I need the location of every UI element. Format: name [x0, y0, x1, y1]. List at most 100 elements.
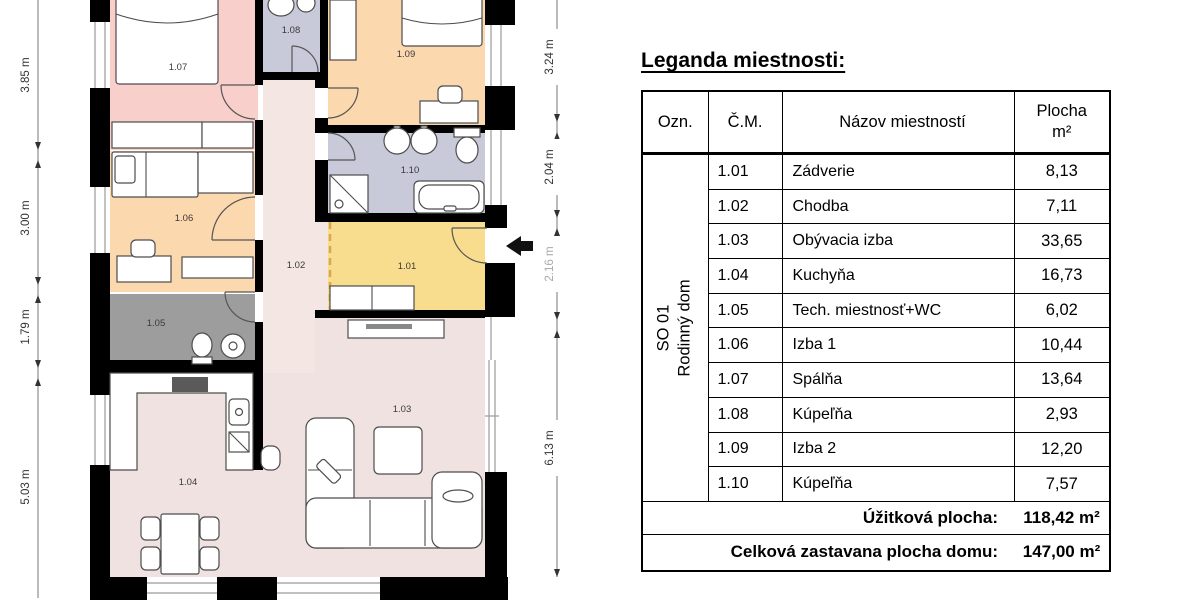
chimney	[260, 445, 281, 471]
room-label-103: 1.03	[393, 404, 412, 415]
legend-cell-area: 13,64	[1013, 362, 1111, 398]
legend-cell-name: Tech. miestnosť+WC	[781, 292, 1015, 329]
dimension-left: 3.85 m 3.00 m 1.79 m 5.03 m	[20, 0, 41, 598]
legend-cell-code: 1.01	[707, 153, 783, 190]
usable-area-label: Úžitková plocha:	[641, 500, 1014, 535]
bed-107	[115, 0, 219, 85]
col-header-plocha-line1: Plocha	[1036, 102, 1087, 121]
dim-right-4: 6.13 m	[544, 430, 556, 465]
legend-cell-code: 1.07	[707, 362, 783, 398]
legend-cell-code: 1.10	[707, 466, 783, 502]
col-header-plocha-line2: m²	[1052, 123, 1072, 141]
legend-cell-area: 2,93	[1013, 396, 1111, 433]
kitchen-counter	[109, 372, 254, 471]
legend-cell-code: 1.03	[707, 223, 783, 260]
legend-cell-area: 8,13	[1013, 153, 1111, 190]
legend-cell-code: 1.04	[707, 258, 783, 294]
legend-cell-name: Chodba	[781, 188, 1015, 225]
shower-110	[329, 174, 369, 214]
door-107	[220, 84, 256, 120]
dim-left-2: 3.00 m	[20, 200, 32, 235]
toilet-105	[191, 332, 213, 365]
bench-101	[329, 285, 415, 311]
dim-right-1: 3.24 m	[544, 39, 556, 74]
legend-cell-area: 16,73	[1013, 258, 1111, 294]
legend-cell-area: 33,65	[1013, 223, 1111, 260]
legend-cell-area: 12,20	[1013, 431, 1111, 468]
dim-left-4: 5.03 m	[20, 469, 32, 504]
dimension-right-arrows	[554, 114, 560, 577]
dim-left-1: 3.85 m	[20, 57, 32, 92]
col-header-nazov: Názov miestností	[781, 90, 1015, 155]
legend-cell-code: 1.08	[707, 396, 783, 433]
room-102-floor-ext	[315, 222, 328, 310]
col-header-cm: Č.M.	[707, 90, 783, 155]
room-label-107: 1.07	[169, 62, 188, 73]
bathtub-110	[413, 180, 485, 214]
room-label-105: 1.05	[147, 318, 166, 329]
legend-cell-name: Kúpeľňa	[781, 396, 1015, 433]
room-labels: 1.07 1.08 1.09 1.10 1.01 1.02 1.06 1.05 …	[147, 25, 420, 488]
col-header-ozn: Ozn.	[641, 90, 709, 155]
window-right-109	[485, 25, 507, 86]
legend-cell-area: 7,11	[1013, 188, 1111, 225]
window-right-110	[485, 130, 507, 205]
room-label-109: 1.09	[397, 49, 416, 60]
dimension-left-arrows	[35, 142, 41, 386]
desk-109	[419, 85, 479, 124]
bath-fixtures-108	[267, 0, 316, 17]
floor-plan: 1.07 1.08 1.09 1.10 1.01 1.02 1.06 1.05 …	[20, 0, 560, 600]
room-label-102: 1.02	[287, 260, 306, 271]
entrance-arrow-icon	[506, 236, 533, 256]
room-floors	[110, 0, 485, 577]
window-bottom-1	[147, 577, 217, 600]
window-left-106	[90, 187, 110, 253]
toilet-110	[453, 127, 481, 164]
dim-left-3: 1.79 m	[20, 309, 32, 344]
building-name: Rodinný dom	[676, 279, 695, 377]
desk-106	[116, 239, 254, 283]
door-108	[291, 45, 319, 73]
legend-cell-code: 1.02	[707, 188, 783, 225]
dining-table	[140, 513, 220, 575]
wardrobe-106	[197, 151, 254, 194]
coffee-table	[373, 426, 423, 475]
door-106	[211, 196, 256, 241]
legend-cell-area: 6,02	[1013, 292, 1111, 329]
dimension-right: 3.24 m 2.04 m 2.16 m 6.13 m	[544, 0, 560, 577]
stove	[172, 377, 208, 392]
legend-cell-name: Izba 2	[781, 431, 1015, 468]
legend-cell-name: Kuchyňa	[781, 258, 1015, 294]
legend-cell-area: 10,44	[1013, 327, 1111, 364]
legend-cell-name: Zádverie	[781, 153, 1015, 190]
builtup-area-value: 147,00 m²	[1014, 533, 1111, 572]
legend-cell-name: Obývacia izba	[781, 223, 1015, 260]
sofa	[305, 417, 483, 549]
wardrobe-107	[111, 121, 254, 149]
legend-table: Ozn. Č.M. Názov miestností Plocha m² SO …	[641, 90, 1111, 572]
legend-header-row: Ozn. Č.M. Názov miestností Plocha m²	[641, 90, 1111, 155]
room-label-106: 1.06	[175, 213, 194, 224]
tv-sideboard	[347, 319, 445, 339]
room-label-101: 1.01	[398, 261, 417, 272]
wardrobe-109	[329, 0, 357, 61]
room-label-110: 1.10	[401, 165, 420, 176]
window-left-kitchen	[90, 395, 110, 465]
total-row-usable: Úžitková plocha: 118,42 m²	[641, 500, 1111, 535]
usable-area-value: 118,42 m²	[1014, 500, 1111, 535]
window-bottom-2	[277, 577, 380, 600]
legend-cell-code: 1.09	[707, 431, 783, 468]
total-row-builtup: Celková zastavana plocha domu: 147,00 m²	[641, 533, 1111, 572]
windows	[90, 22, 507, 600]
